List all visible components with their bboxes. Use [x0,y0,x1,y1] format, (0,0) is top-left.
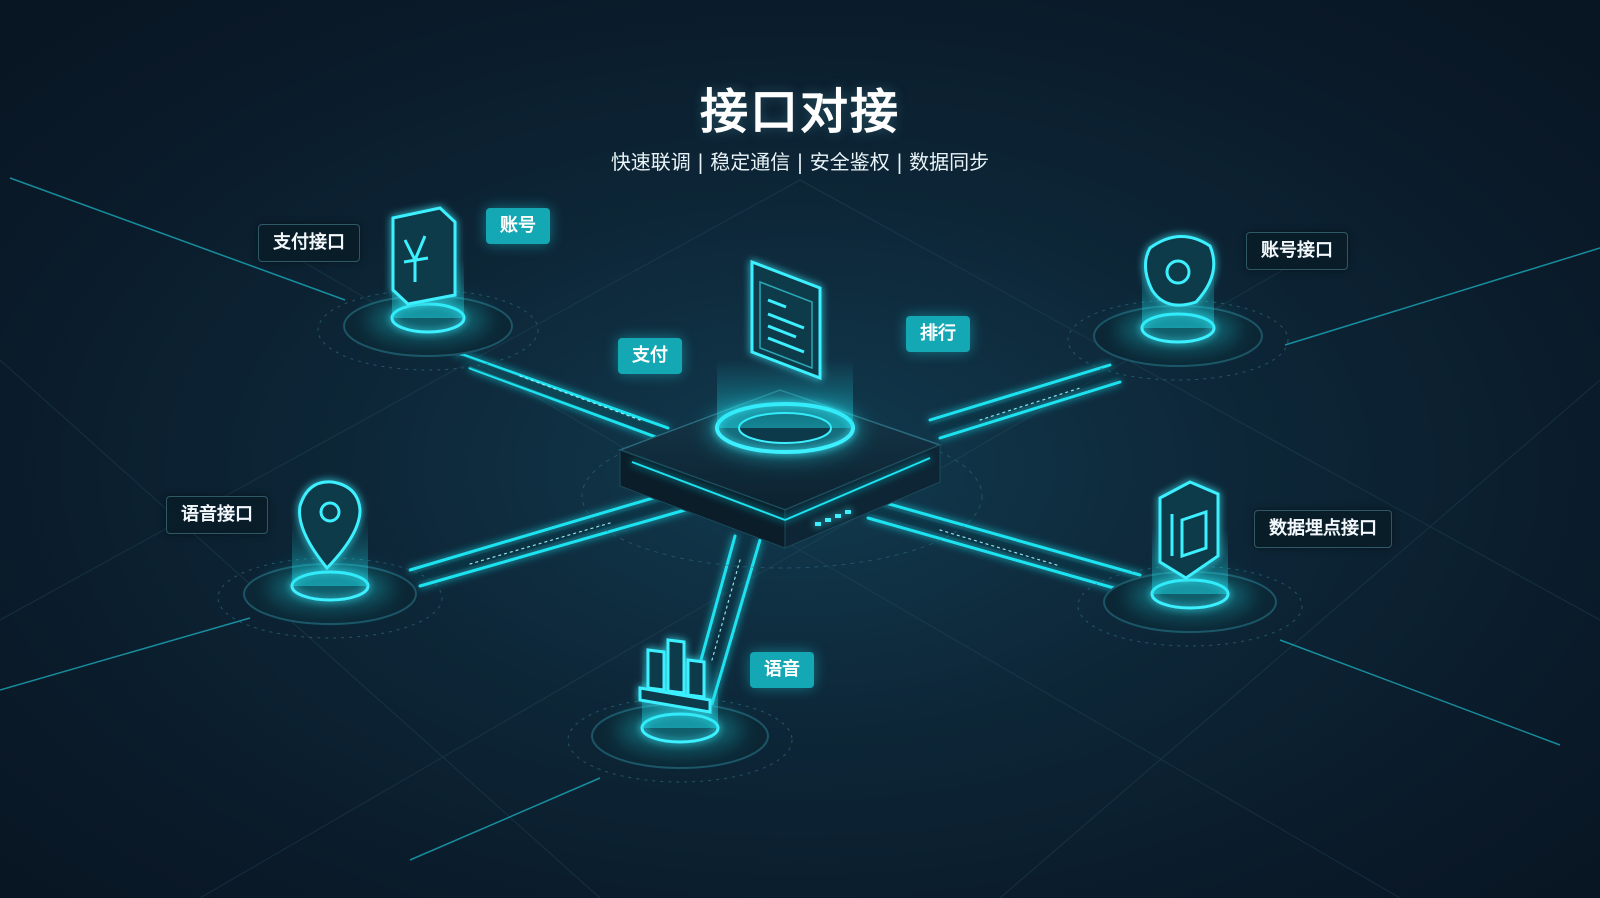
link-label-voice: 语音 [750,652,814,688]
connector-cables [408,350,1142,707]
yen-wallet-icon [391,206,457,306]
chart-stack-icon [638,638,712,714]
node-account [1067,235,1289,381]
node-pay [317,206,539,371]
node-label-pay: 支付接口 [258,224,360,262]
document-list-icon [750,259,822,381]
link-label-ranking: 排行 [906,316,970,352]
central-hub [581,259,983,569]
user-account-icon [1144,235,1216,307]
node-label-voice: 语音接口 [166,496,268,534]
link-label-pay: 支付 [618,338,682,374]
data-shield-icon [1158,480,1220,580]
page-title: 接口对接 [699,84,900,140]
page-subtitle: 快速联调 | 稳定通信 | 安全鉴权 | 数据同步 [610,150,990,174]
node-voice [217,480,443,639]
link-label-account: 账号 [486,208,550,244]
edge-lines [0,177,1600,861]
location-pin-icon [298,480,362,571]
node-label-tracking: 数据埋点接口 [1254,510,1392,548]
node-label-account: 账号接口 [1246,232,1348,270]
node-ranking [567,638,793,783]
node-tracking [1077,480,1303,647]
